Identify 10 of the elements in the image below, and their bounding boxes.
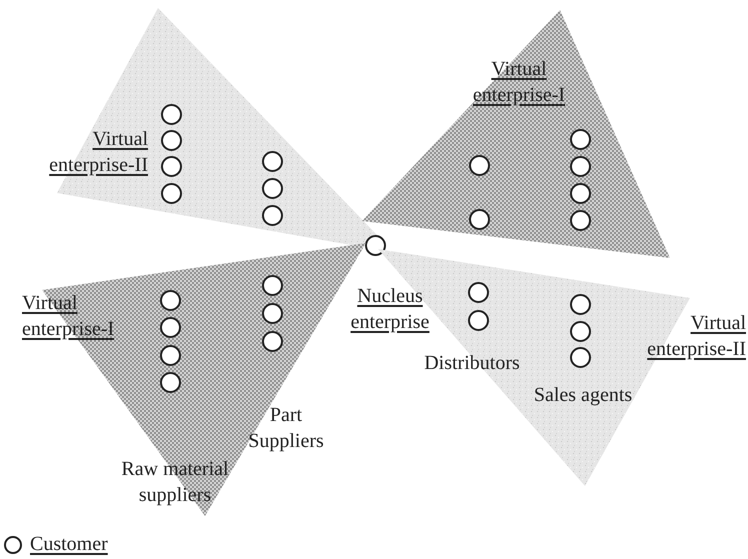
role-label: Raw material suppliers xyxy=(120,457,230,508)
role-label: Distributors xyxy=(423,351,521,376)
group-heading: Virtual enterprise-I xyxy=(472,57,566,108)
group-heading: Virtual enterprise-I xyxy=(22,291,116,342)
group-heading: Virtual enterprise-II xyxy=(646,311,746,362)
role-label: Part Suppliers xyxy=(247,403,325,454)
role-label: Sales agents xyxy=(533,383,633,408)
legend-label: Customer xyxy=(30,532,108,556)
nucleus-label: Nucleus enterprise xyxy=(350,284,430,335)
group-heading: Virtual enterprise-II xyxy=(48,127,148,178)
